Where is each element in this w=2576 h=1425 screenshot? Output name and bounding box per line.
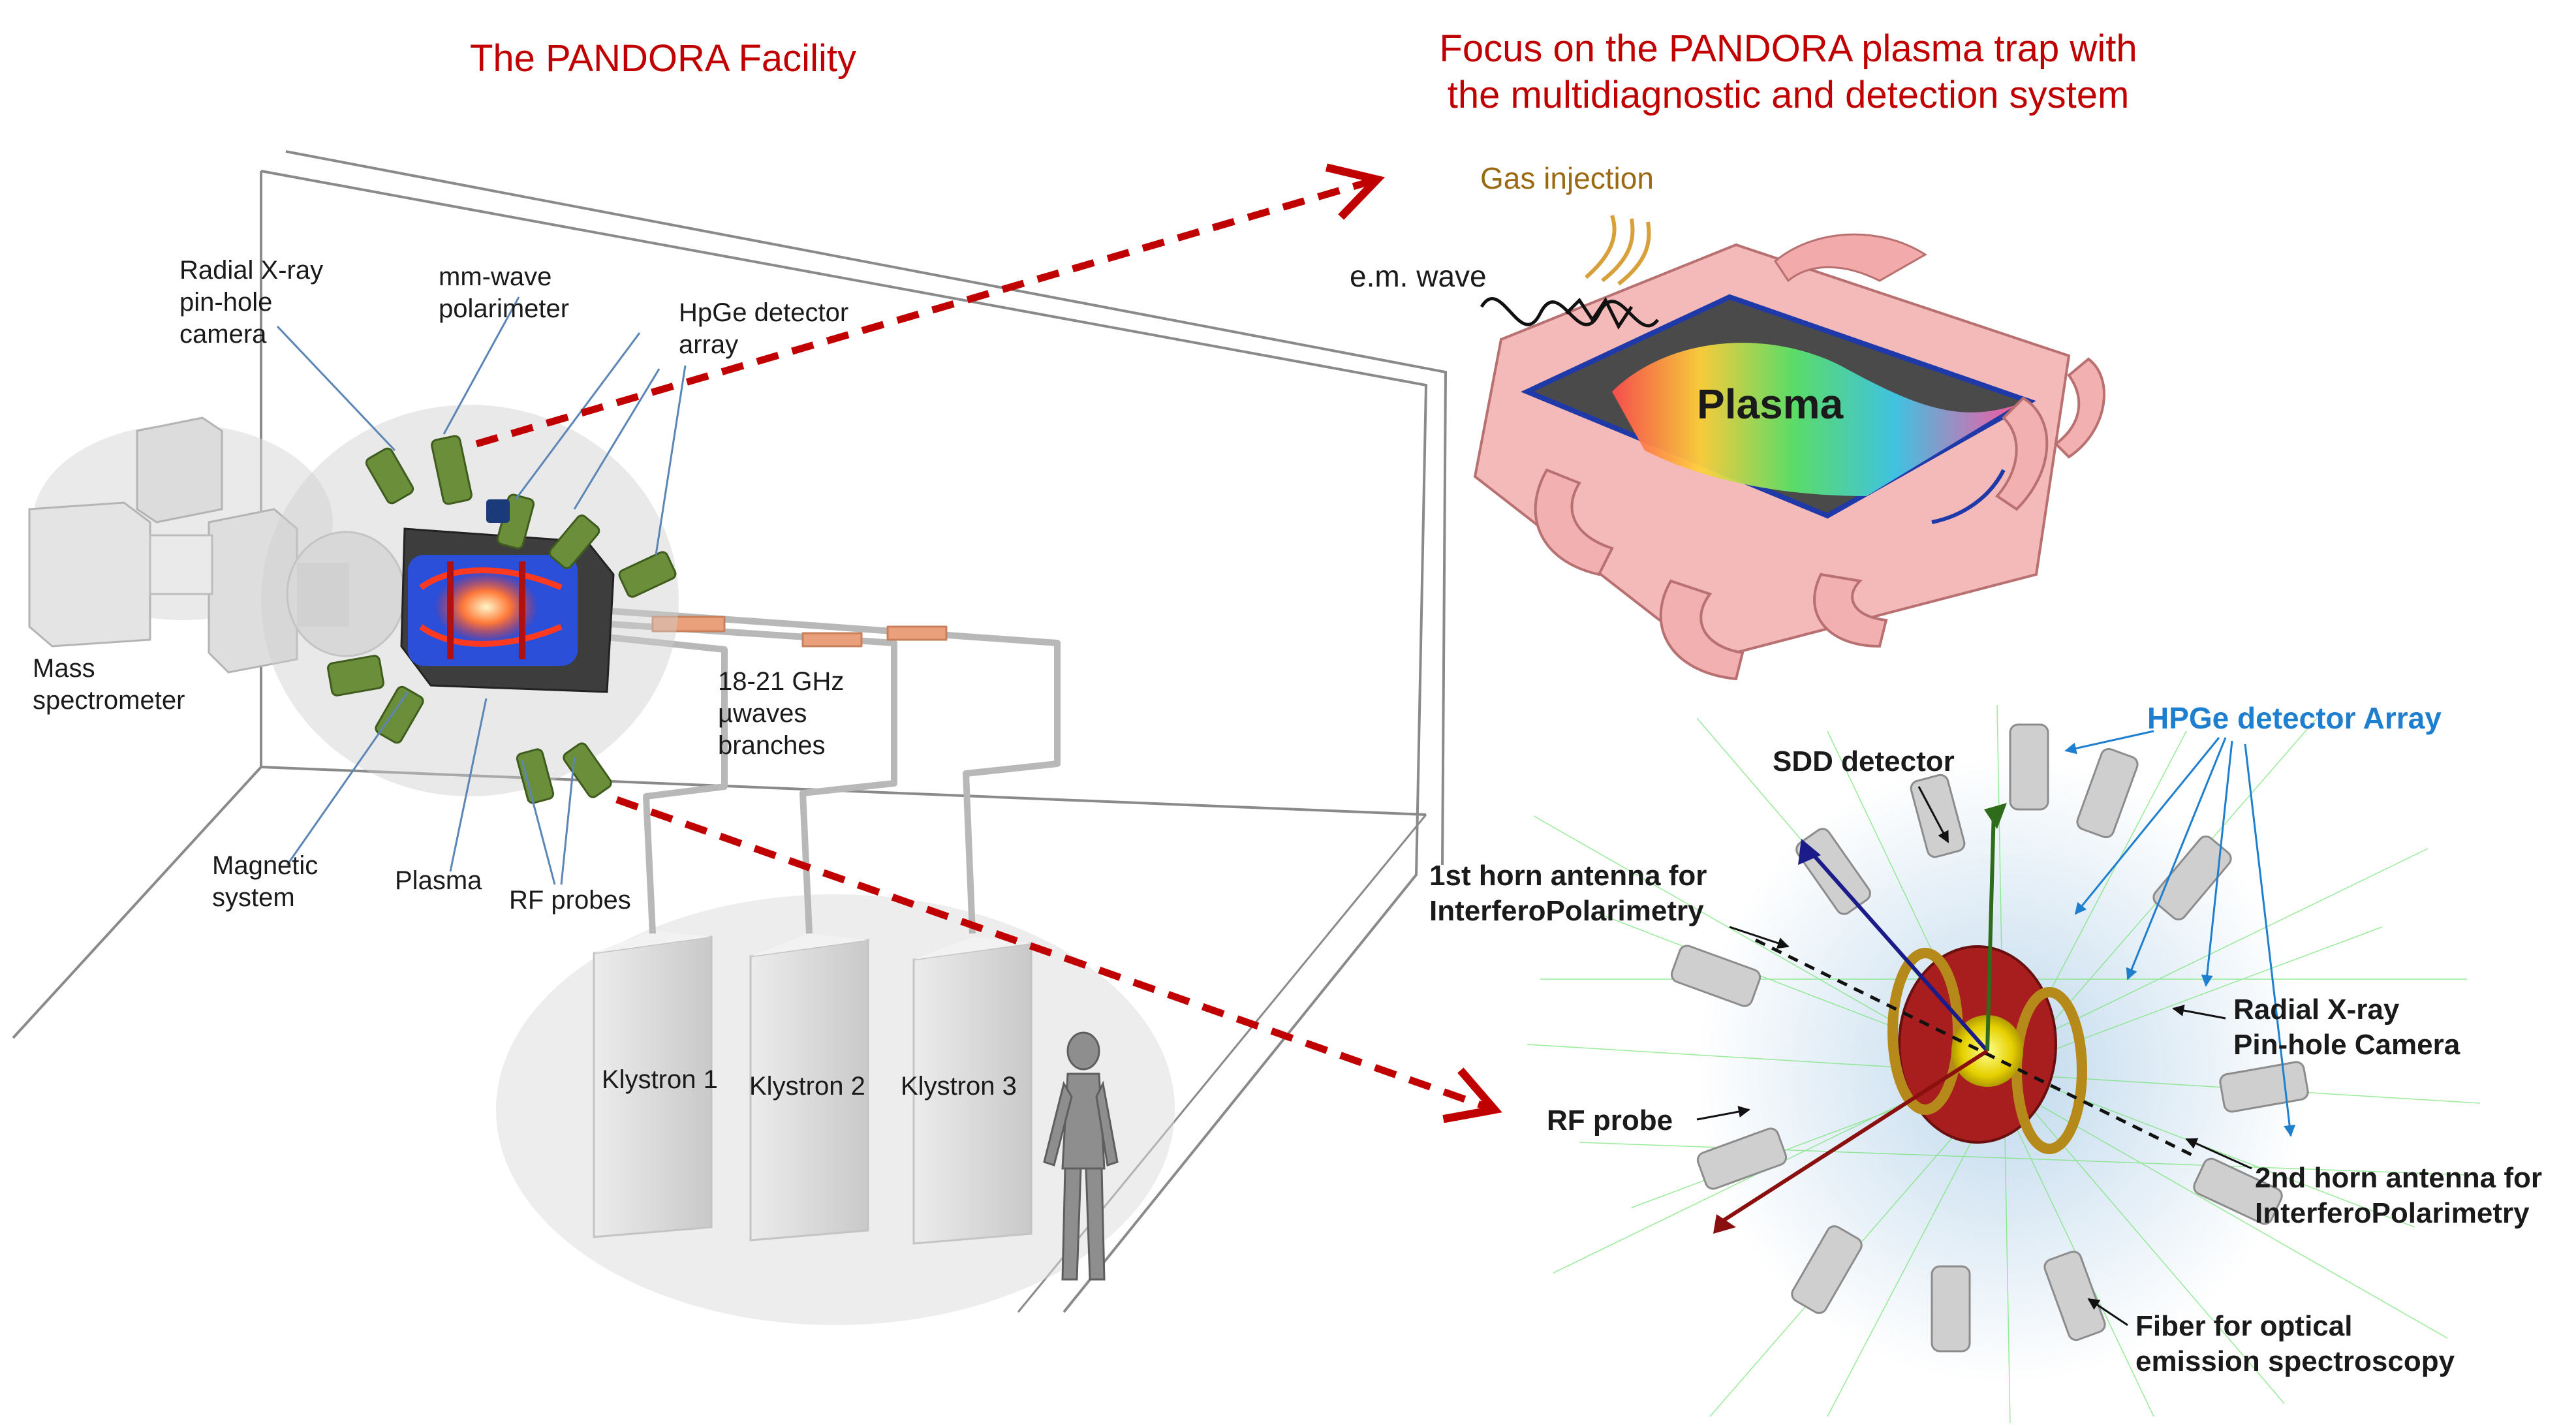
label-microwave-branches: 18-21 GHz µwaves branches <box>718 666 844 761</box>
label-gas-injection: Gas injection <box>1480 161 1654 195</box>
label-microwave-branches-line-3: branches <box>718 730 826 760</box>
label-magnetic-system-line-1: Magnetic <box>212 851 318 880</box>
label-radial-xray-pinhole-camera-line-2: Pin-hole Camera <box>2233 1028 2460 1061</box>
label-radial-xray-camera-line-2: pin-hole <box>179 287 273 317</box>
label-horn-antenna-1: 1st horn antenna for InterferoPolarimetr… <box>1429 858 1707 928</box>
facility-title: The PANDORA Facility <box>470 37 856 80</box>
facility-room <box>12 150 1448 1313</box>
label-facility-plasma: Plasma <box>395 866 482 895</box>
label-magnetic-system-line-2: system <box>212 883 295 912</box>
facility-plasma-trap-illustration <box>261 405 679 804</box>
focus-title-line-2: the multidiagnostic and detection system <box>1447 73 2130 116</box>
label-optical-fiber-line-2: emission spectroscopy <box>2135 1345 2455 1377</box>
label-mass-spectrometer-line-2: spectrometer <box>33 685 185 715</box>
label-horn-antenna-1-line-1: 1st horn antenna for <box>1429 860 1707 892</box>
human-figure-illustration <box>1043 1031 1119 1281</box>
label-magnetic-system: Magnetic system <box>212 850 318 914</box>
label-klystron-1: Klystron 1 <box>602 1065 718 1094</box>
label-mass-spectrometer-line-1: Mass <box>33 654 95 683</box>
detector-label-leader-lines <box>1696 730 2296 1326</box>
focus-title-line-1: Focus on the PANDORA plasma trap with <box>1439 27 2137 70</box>
label-radial-xray-camera-line-3: camera <box>179 319 267 349</box>
label-radial-xray-pinhole-camera: Radial X-ray Pin-hole Camera <box>2233 992 2460 1062</box>
focus-title: Focus on the PANDORA plasma trap with th… <box>1416 26 2160 119</box>
label-klystron-3: Klystron 3 <box>901 1072 1017 1101</box>
detector-array-illustration <box>1527 704 2481 1424</box>
label-hpge-detector-array: HpGe detector array <box>679 297 848 361</box>
label-mm-wave-polarimeter-line-2: polarimeter <box>439 294 570 323</box>
label-horn-antenna-2-line-1: 2nd horn antenna for <box>2255 1162 2542 1194</box>
label-mm-wave-polarimeter-line-1: mm-wave <box>439 262 552 291</box>
label-mm-wave-polarimeter: mm-wave polarimeter <box>439 261 569 325</box>
label-mass-spectrometer: Mass spectrometer <box>33 653 185 717</box>
label-horn-antenna-2: 2nd horn antenna for InterferoPolarimetr… <box>2255 1161 2542 1230</box>
label-rf-probe: RF probe <box>1547 1104 1673 1136</box>
label-optical-fiber: Fiber for optical emission spectroscopy <box>2135 1309 2455 1379</box>
label-radial-xray-camera-line-1: Radial X-ray <box>179 256 324 285</box>
label-horn-antenna-1-line-2: InterferoPolarimetry <box>1429 894 1704 927</box>
label-trap-plasma: Plasma <box>1697 381 1844 428</box>
label-optical-fiber-line-1: Fiber for optical <box>2135 1310 2353 1342</box>
label-em-wave: e.m. wave <box>1350 259 1487 293</box>
plasma-trap-closeup <box>1473 215 2105 681</box>
label-hpge-detector-array-line-1: HpGe detector <box>679 298 849 327</box>
focus-arrows <box>475 163 1502 1123</box>
klystron-cabinets <box>496 894 1175 1325</box>
label-sdd-detector: SDD detector <box>1773 745 1955 777</box>
microwave-waveguides <box>600 607 1061 934</box>
label-microwave-branches-line-1: 18-21 GHz <box>718 667 845 696</box>
label-radial-xray-camera: Radial X-ray pin-hole camera <box>179 255 323 350</box>
label-klystron-2: Klystron 2 <box>749 1072 865 1101</box>
mass-spectrometer-illustration <box>28 416 406 674</box>
label-hpge-detector-array-closeup: HPGe detector Array <box>2147 701 2442 735</box>
facility-label-leader-lines <box>276 296 687 885</box>
label-microwave-branches-line-2: µwaves <box>718 698 807 728</box>
label-hpge-detector-array-line-2: array <box>679 330 739 359</box>
label-rf-probes: RF probes <box>509 886 631 915</box>
label-radial-xray-pinhole-camera-line-1: Radial X-ray <box>2233 994 2400 1026</box>
label-horn-antenna-2-line-2: InterferoPolarimetry <box>2255 1197 2530 1229</box>
